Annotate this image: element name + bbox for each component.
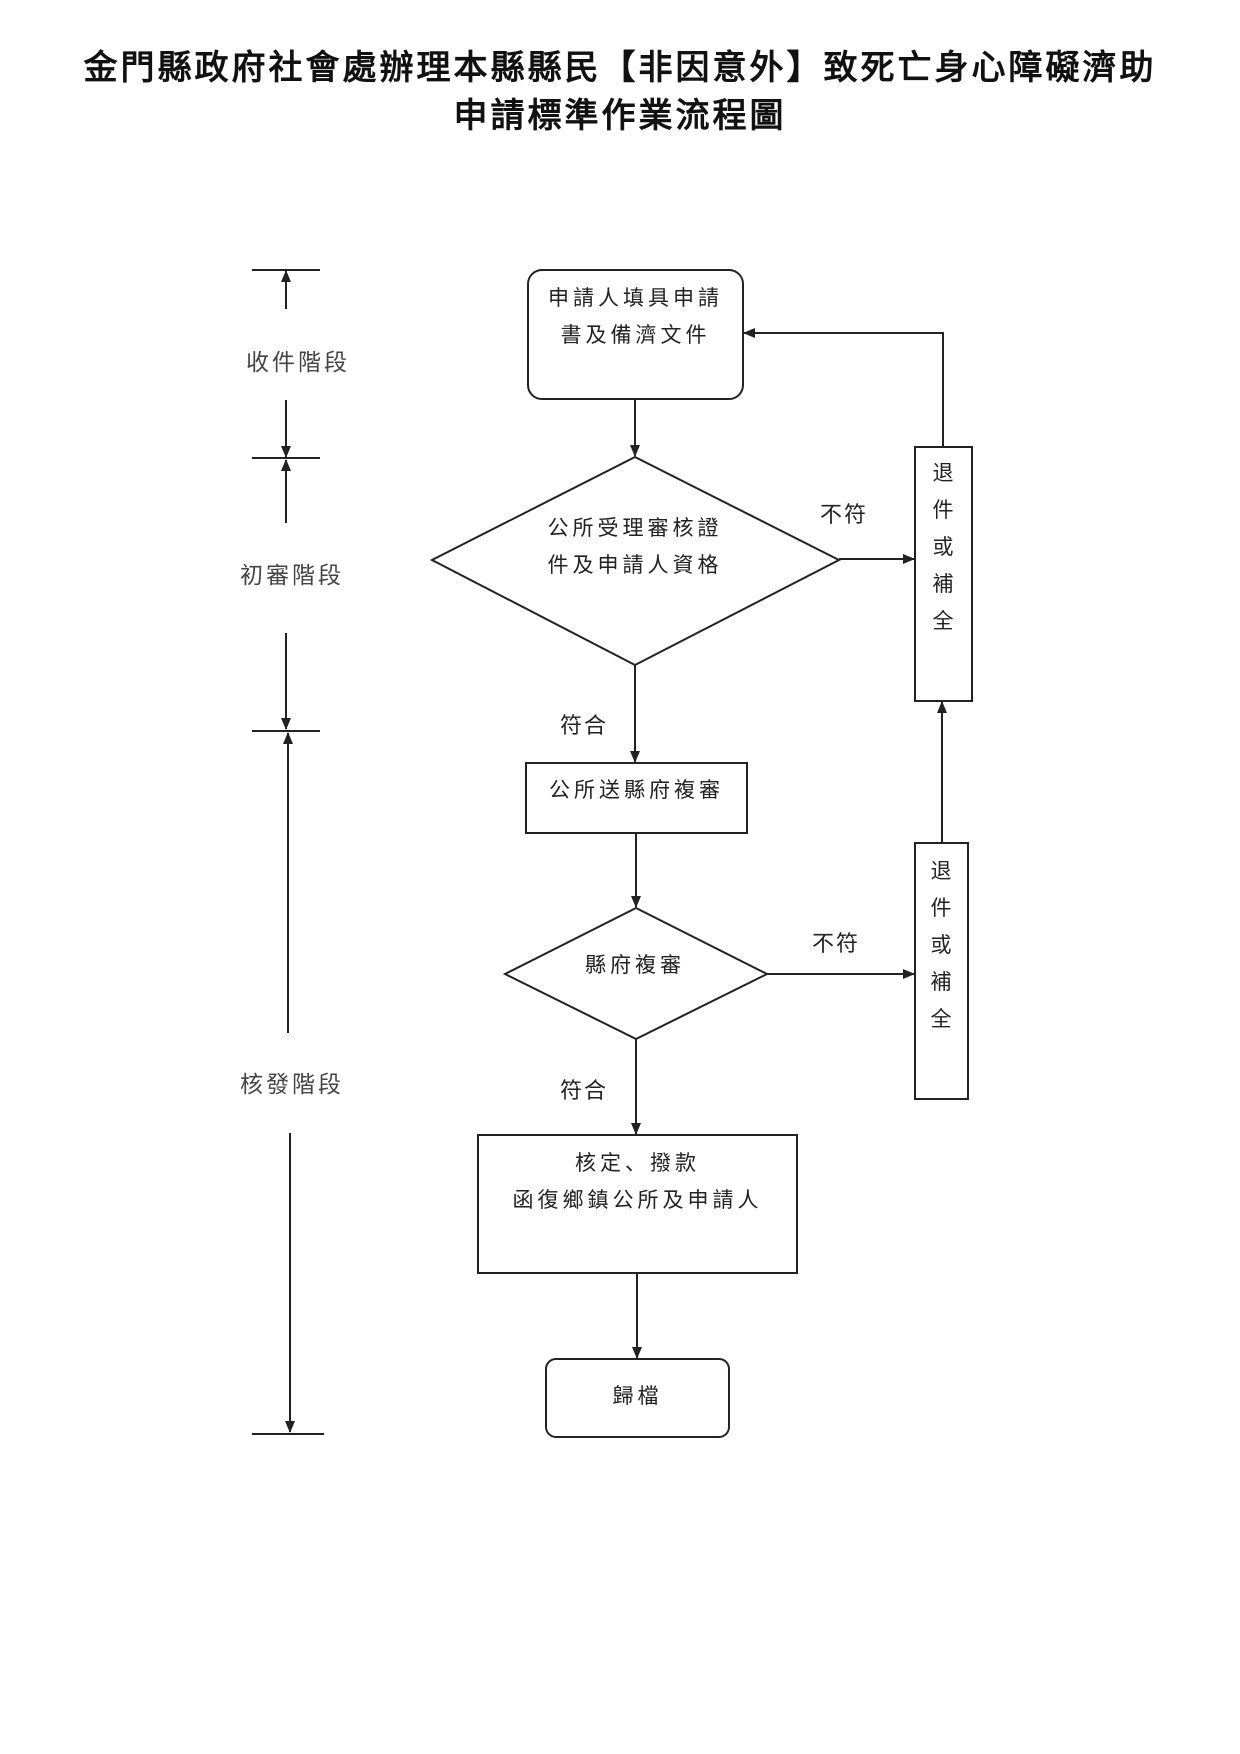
- apply-line-1: 申請人填具申請: [548, 286, 723, 310]
- page-title: 金門縣政府社會處辦理本縣縣民【非因意外】致死亡身心障礙濟助: [83, 48, 1157, 88]
- send-county-text: 公所送縣府複審: [549, 778, 724, 802]
- town-review-text: 公所受理審核證 件及申請人資格: [520, 510, 750, 584]
- return-box-1-text: 退 件 或 補 全: [928, 455, 958, 640]
- return2-char: 退: [930, 859, 952, 883]
- archive-node-text: 歸檔: [612, 1384, 663, 1408]
- edge-label-noncompliant-2: 不符: [812, 932, 861, 957]
- return1-char: 或: [932, 535, 954, 559]
- edge-label-noncompliant-1: 不符: [820, 503, 869, 528]
- return1-char: 全: [932, 609, 954, 633]
- return1-char: 件: [932, 498, 954, 522]
- edge-label-compliant-1: 符合: [560, 714, 609, 739]
- return-box-2-text: 退 件 或 補 全: [926, 853, 956, 1038]
- return1-char: 補: [932, 572, 954, 596]
- stage-label-approval: 核發階段: [240, 1072, 344, 1098]
- stage-label-receive: 收件階段: [246, 350, 350, 376]
- page-subtitle: 申請標準作業流程圖: [453, 96, 787, 136]
- apply-node-text: 申請人填具申請 書及備濟文件: [528, 280, 743, 354]
- return2-char: 或: [930, 933, 952, 957]
- apply-line-2: 書及備濟文件: [560, 323, 711, 347]
- return1-char: 退: [932, 461, 954, 485]
- stage-label-initial-review: 初審階段: [240, 563, 344, 589]
- edge-label-compliant-2: 符合: [560, 1079, 609, 1104]
- approve-line-1: 核定、撥款: [575, 1151, 700, 1175]
- town-review-line-1: 公所受理審核證: [547, 516, 723, 540]
- county-review-text: 縣府複審: [585, 953, 685, 977]
- edge-return-to-apply: [743, 328, 944, 447]
- approve-line-2: 函復鄉鎮公所及申請人: [512, 1188, 763, 1212]
- archive-node: [545, 1358, 730, 1438]
- approve-node-text: 核定、撥款 函復鄉鎮公所及申請人: [478, 1145, 797, 1219]
- return2-char: 補: [930, 970, 952, 994]
- town-review-line-2: 件及申請人資格: [547, 553, 723, 577]
- return2-char: 件: [930, 896, 952, 920]
- return2-char: 全: [930, 1007, 952, 1031]
